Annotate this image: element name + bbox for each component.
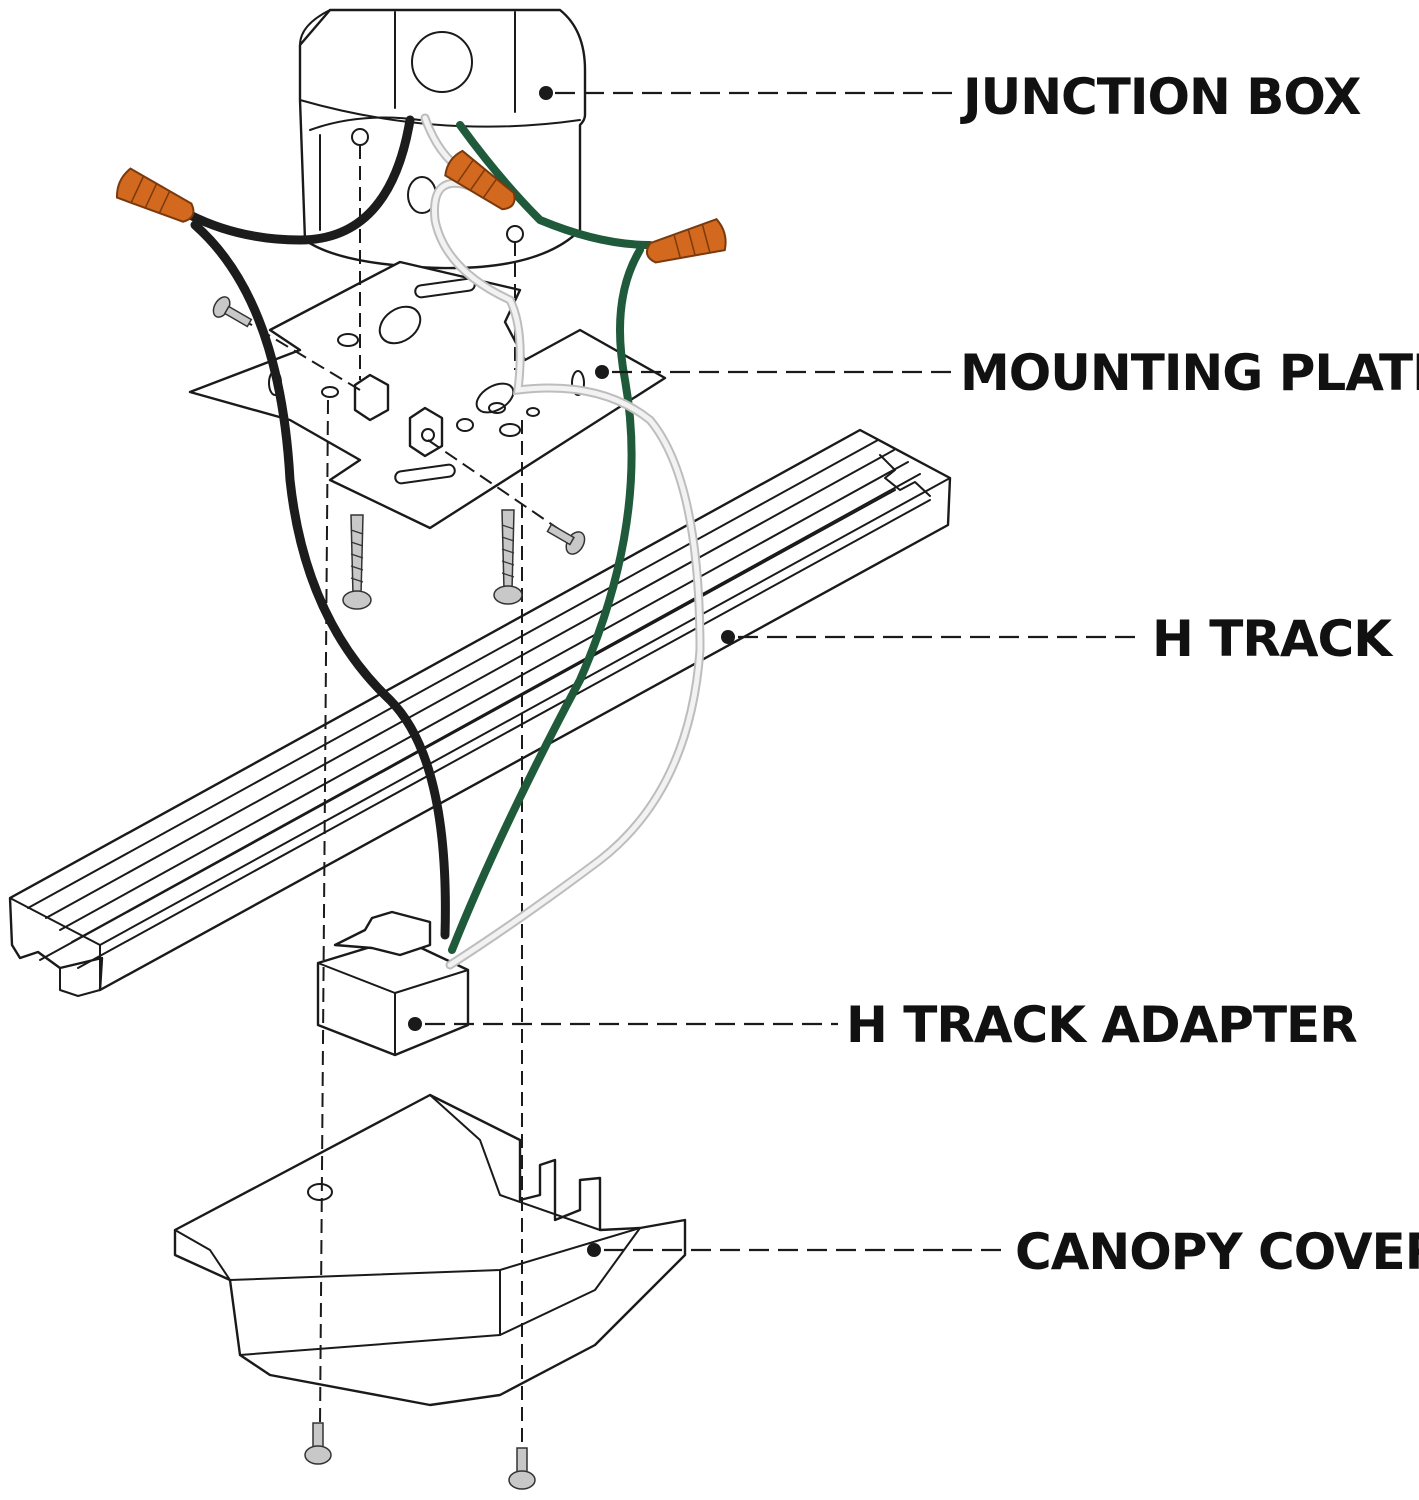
h-track — [8, 428, 952, 997]
leader-lines — [408, 86, 1142, 1257]
leader-dot-junction-box — [539, 86, 553, 100]
wire-nut-center — [444, 149, 516, 211]
leader-dot-canopy-cover — [587, 1243, 601, 1257]
label-canopy-cover: CANOPY COVER — [1015, 1223, 1419, 1281]
label-h-track: H TRACK — [1152, 610, 1392, 668]
wire-nuts — [115, 149, 727, 264]
h-track-adapter — [316, 910, 470, 1057]
label-mounting-plate: MOUNTING PLATE — [960, 344, 1419, 402]
screw-icon — [493, 509, 523, 605]
screw-icon — [304, 1422, 332, 1465]
black-wire — [185, 115, 450, 940]
screw-icon — [508, 1447, 536, 1490]
canopy-cover — [173, 1093, 687, 1407]
leader-dot-mounting-plate — [595, 365, 609, 379]
label-junction-box: JUNCTION BOX — [963, 68, 1362, 126]
wire-nut-left — [115, 167, 195, 223]
screws — [212, 296, 586, 1490]
wires — [185, 113, 705, 970]
leader-dot-h-track — [721, 630, 735, 644]
mounting-plate — [188, 260, 667, 530]
screw-icon — [546, 523, 586, 555]
leader-dot-h-track-adapter — [408, 1017, 422, 1031]
wire-nut-right — [645, 218, 727, 264]
screw-icon — [342, 514, 372, 610]
green-wire — [448, 121, 654, 954]
screw-icon — [212, 296, 253, 328]
label-h-track-adapter: H TRACK ADAPTER — [846, 996, 1358, 1054]
